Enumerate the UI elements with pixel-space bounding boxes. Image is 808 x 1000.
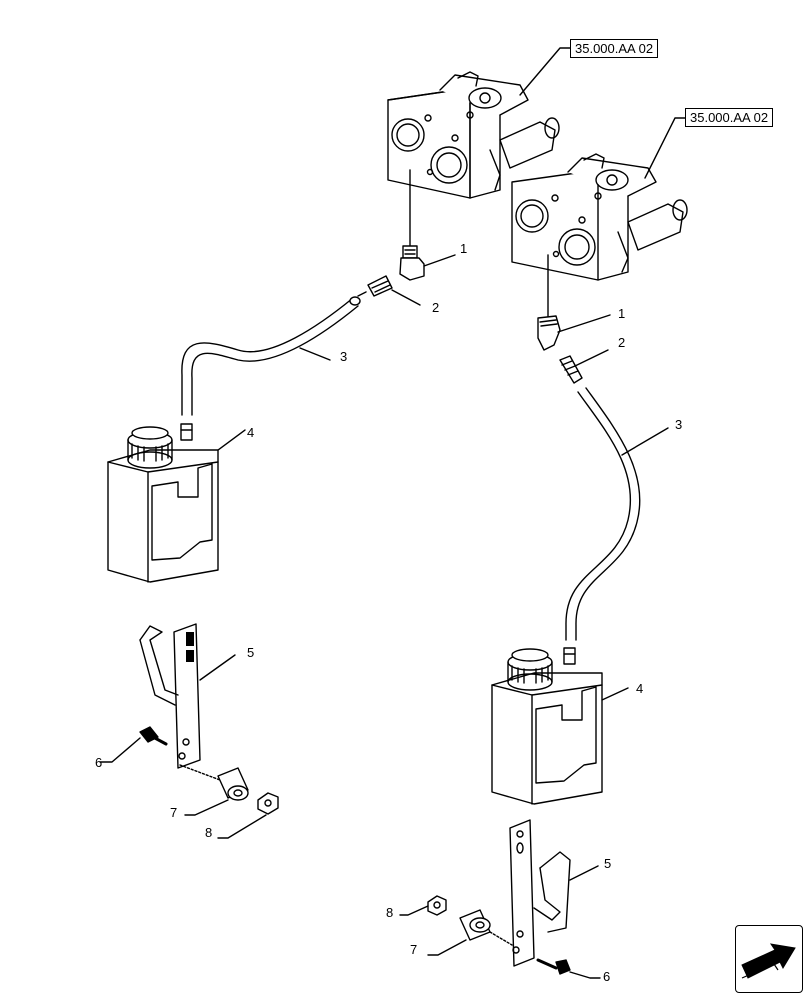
- callout-right-hose: 3: [675, 417, 683, 432]
- leader-lower-valve: [644, 117, 686, 179]
- callout-left-reservoir: 4: [247, 425, 255, 440]
- callout-right-fitting-elbow: 1: [618, 306, 626, 321]
- callout-right-reservoir: 4: [636, 681, 644, 696]
- reference-box-lower-valve[interactable]: 35.000.AA 02: [685, 108, 774, 127]
- elbow-fitting-left: [399, 245, 456, 281]
- adapter-left: [357, 275, 421, 306]
- navigation-button[interactable]: [735, 925, 803, 993]
- hose-left: [181, 296, 361, 416]
- bracket-right: [509, 819, 599, 967]
- callout-right-bolt: 6: [603, 969, 611, 984]
- control-valve-right: [511, 153, 688, 281]
- bolt-right: [536, 958, 601, 979]
- callout-left-spacer: 7: [170, 805, 178, 820]
- spacer-left: [179, 764, 249, 816]
- spacer-right: [427, 909, 513, 956]
- hose-right: [565, 387, 669, 641]
- callout-left-adapter: 2: [432, 300, 440, 315]
- adapter-right: [559, 349, 609, 384]
- callout-left-bolt: 6: [95, 755, 103, 770]
- callout-left-hose: 3: [340, 349, 348, 364]
- callout-left-nut: 8: [205, 825, 213, 840]
- callout-right-adapter: 2: [618, 335, 626, 350]
- control-valve-left: [387, 71, 560, 199]
- callout-right-bracket: 5: [604, 856, 612, 871]
- callout-right-spacer: 7: [410, 942, 418, 957]
- callout-right-nut: 8: [386, 905, 394, 920]
- elbow-fitting-right: [537, 314, 611, 351]
- reservoir-right: [491, 647, 629, 805]
- leader-upper-valve: [519, 47, 571, 96]
- bolt-left: [99, 726, 168, 763]
- nut-left: [217, 792, 279, 839]
- nut-right: [399, 895, 447, 916]
- callout-left-bracket: 5: [247, 645, 255, 660]
- reservoir-left: [107, 423, 246, 583]
- callout-left-fitting-elbow: 1: [460, 241, 468, 256]
- reference-box-upper-valve[interactable]: 35.000.AA 02: [570, 39, 659, 58]
- bracket-left: [139, 623, 236, 769]
